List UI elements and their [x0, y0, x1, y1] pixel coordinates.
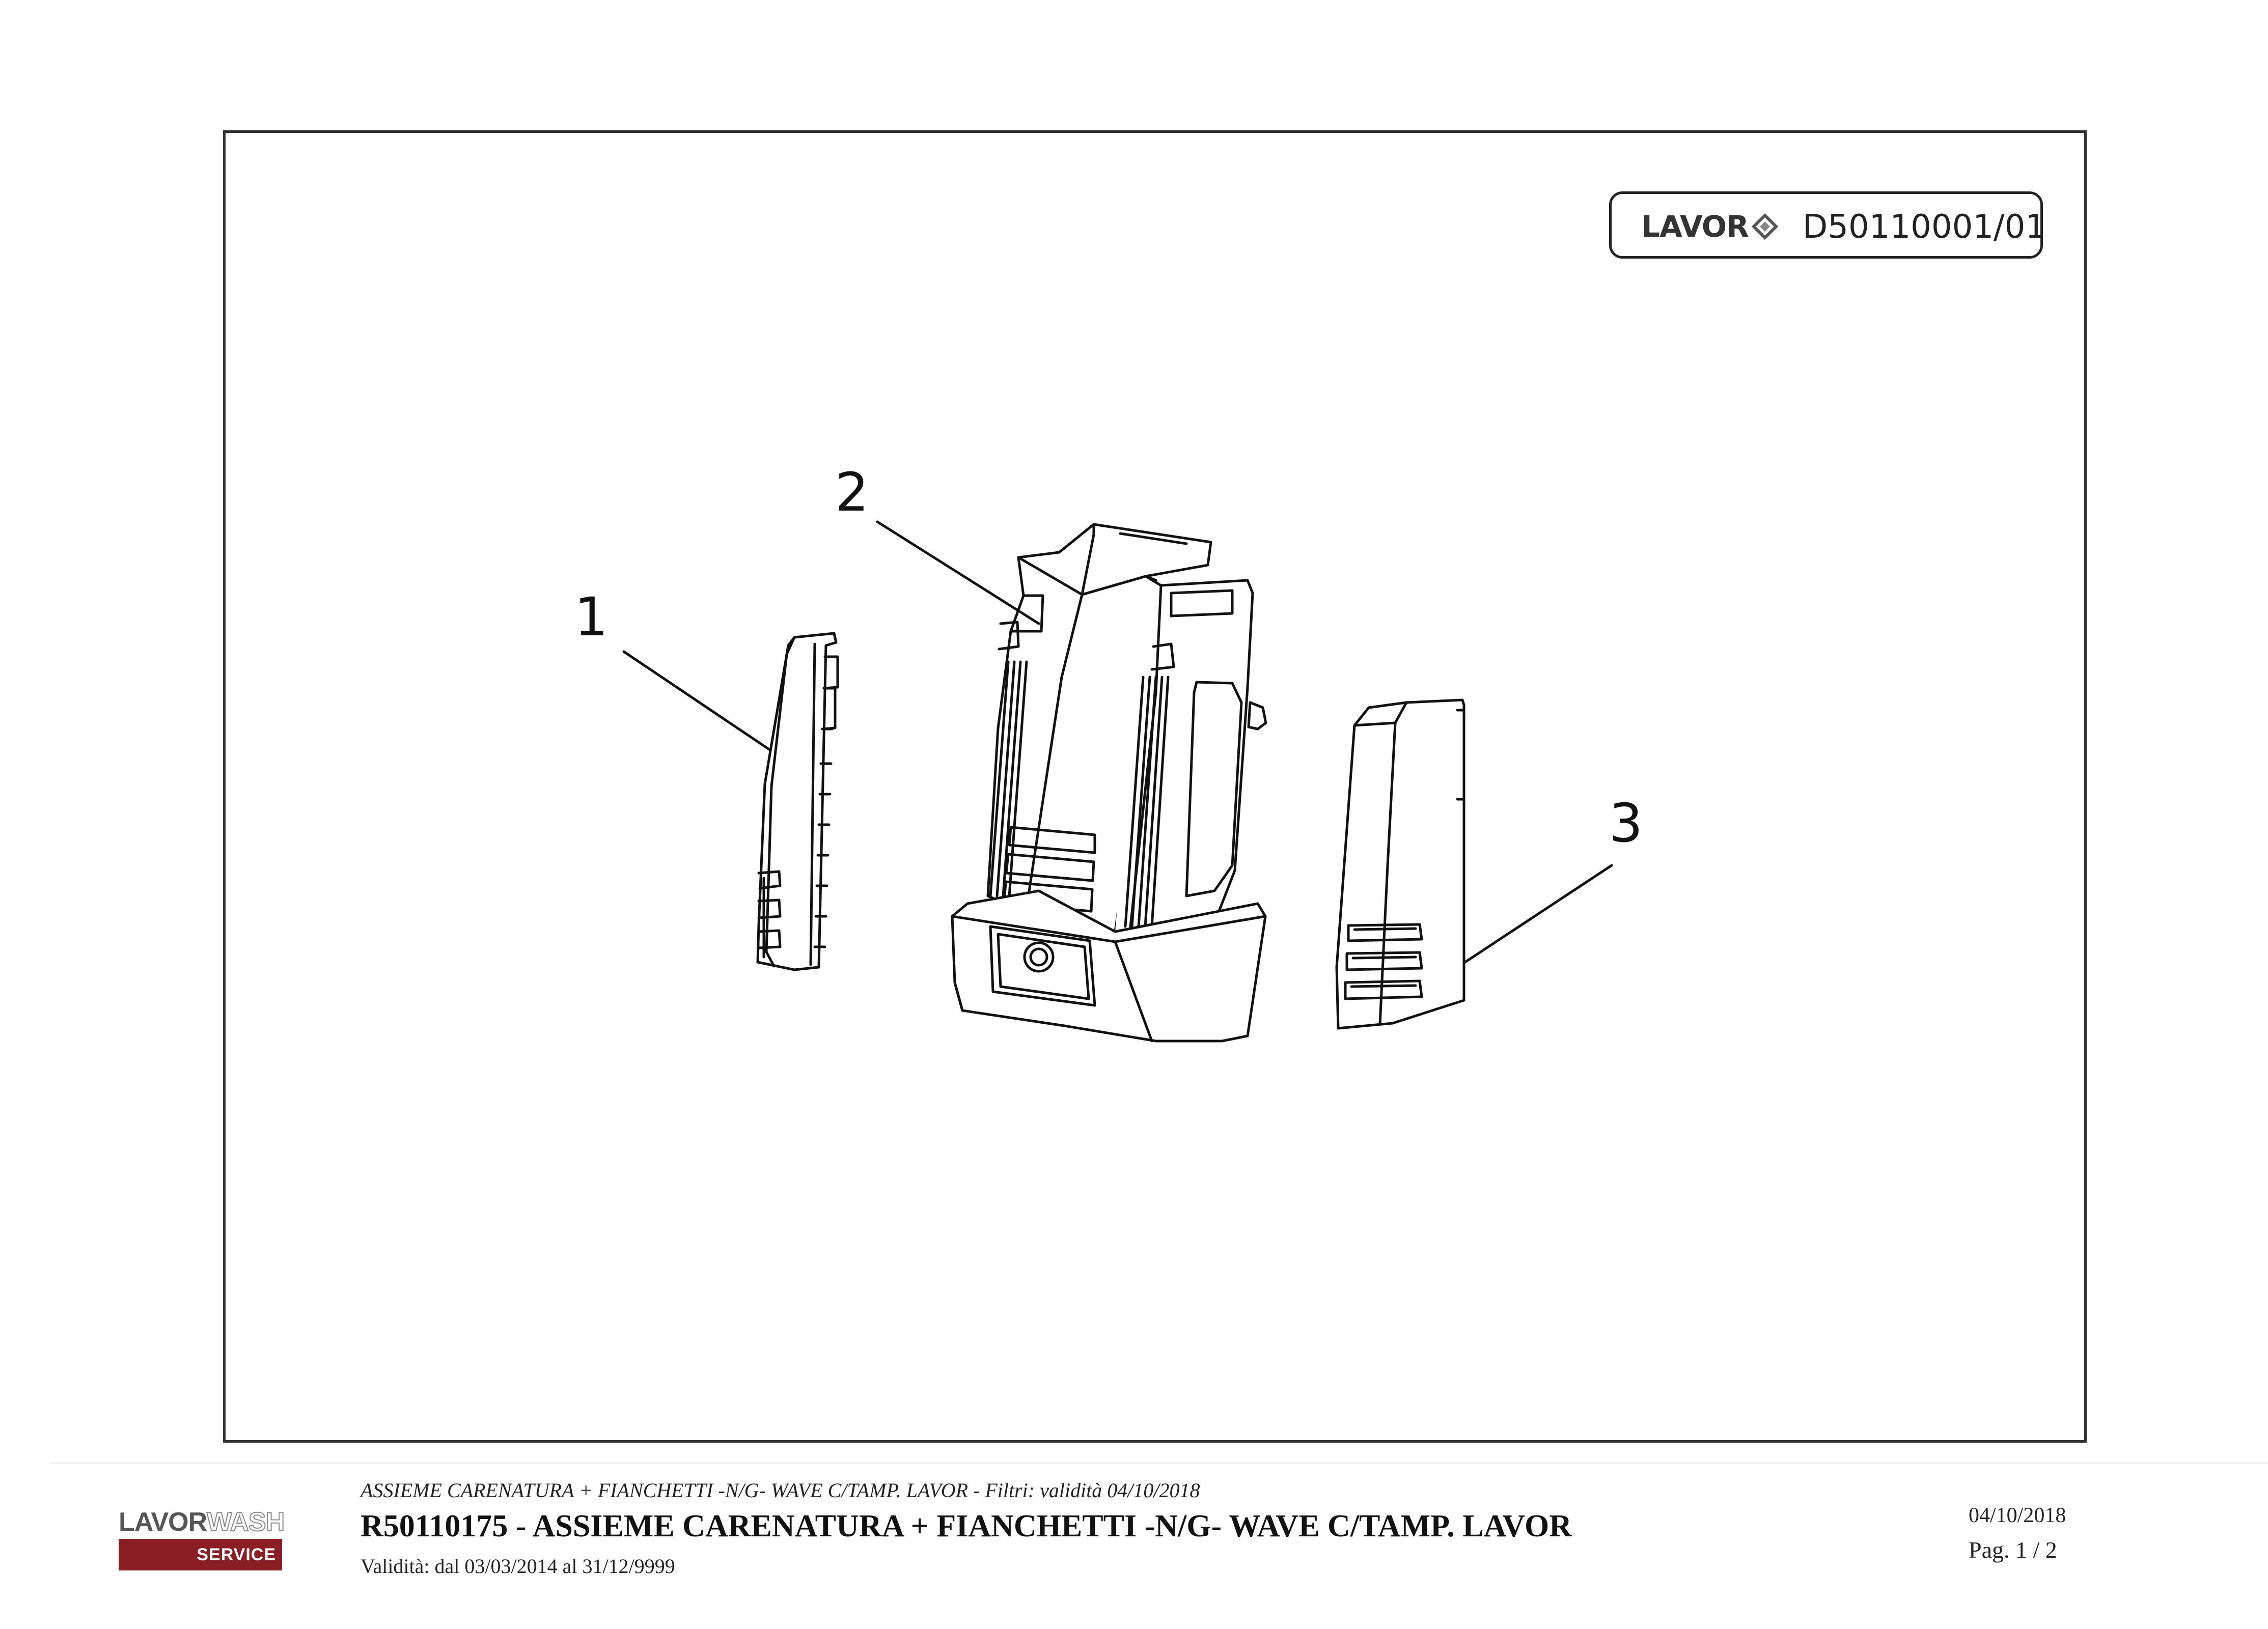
- part-2-main-housing: [951, 523, 1267, 1043]
- leader-line-2: [876, 520, 1040, 625]
- part-1-left-side-panel: [756, 632, 839, 971]
- drawing-code-tag: LAVOR D50110001/01: [1609, 191, 2046, 259]
- diamond-icon: [1751, 213, 1778, 240]
- footer-page-number: Pag. 1 / 2: [1969, 1537, 2057, 1563]
- lavor-logo: LAVOR: [1641, 209, 1779, 244]
- part-3-right-side-panel: [1335, 698, 1465, 1030]
- footer-divider: [51, 1463, 2268, 1464]
- callout-number-3: 3: [1609, 792, 1643, 854]
- callout-number-2: 2: [835, 461, 869, 523]
- footer-subtitle: ASSIEME CARENATURA + FIANCHETTI -N/G- WA…: [361, 1479, 1200, 1502]
- callout-number-1: 1: [574, 586, 609, 648]
- drawing-code: D50110001/01: [1803, 208, 2046, 246]
- leader-line-3: [1450, 864, 1613, 973]
- footer-validity: Validità: dal 03/03/2014 al 31/12/9999: [361, 1555, 675, 1578]
- leader-line-1: [622, 650, 786, 761]
- footer-date: 04/10/2018: [1969, 1504, 2066, 1527]
- footer-title: R50110175 - ASSIEME CARENATURA + FIANCHE…: [361, 1509, 1572, 1543]
